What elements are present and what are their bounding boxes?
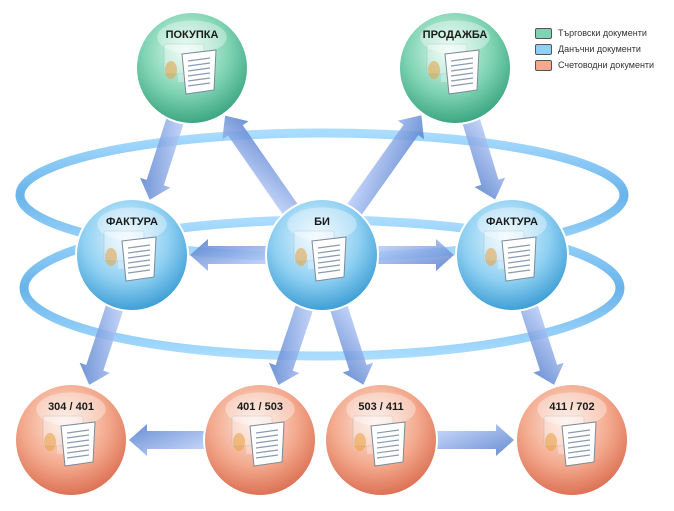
legend-label-accounting: Счетоводни документи	[558, 60, 655, 70]
node-label-sale: ПРОДАЖБА	[423, 29, 488, 41]
node-label-acc_411_702: 411 / 702	[549, 401, 594, 413]
arrow-bi-to-sale	[344, 115, 424, 218]
document-on-computer-icon	[42, 415, 96, 467]
node-sale: ПРОДАЖБА	[398, 11, 512, 125]
node-bi: БИ	[265, 198, 379, 312]
arrow-invoice_right-to-acc_411_702	[519, 301, 564, 385]
legend-item-accounting: Счетоводни документи	[535, 57, 654, 73]
legend: Търговски документи Данъчни документи Сч…	[535, 25, 654, 73]
arrow-bi-to-invoice_left	[190, 239, 270, 271]
document-on-computer-icon	[163, 43, 217, 95]
arrow-bi-to-purchase	[222, 115, 300, 218]
node-label-invoice_left: ФАКТУРА	[106, 216, 158, 228]
node-invoice_left: ФАКТУРА	[75, 198, 189, 312]
legend-label-tax: Данъчни документи	[558, 44, 641, 54]
node-label-acc_401_503: 401 / 503	[237, 401, 283, 413]
node-label-invoice_right: ФАКТУРА	[486, 216, 538, 228]
document-on-computer-icon	[231, 415, 285, 467]
document-on-computer-icon	[352, 415, 406, 467]
legend-item-trade: Търговски документи	[535, 25, 654, 41]
document-on-computer-icon	[543, 415, 597, 467]
node-acc_411_702: 411 / 702	[515, 383, 629, 497]
node-label-bi: БИ	[314, 216, 330, 228]
node-acc_304_401: 304 / 401	[14, 383, 128, 497]
node-label-acc_304_401: 304 / 401	[48, 401, 94, 413]
legend-label-trade: Търговски документи	[558, 28, 647, 38]
node-purchase: ПОКУПКА	[135, 11, 249, 125]
node-acc_401_503: 401 / 503	[203, 383, 317, 497]
legend-swatch-tax	[535, 43, 552, 55]
legend-item-tax: Данъчни документи	[535, 41, 654, 57]
arrow-acc_503_411-to-acc_411_702	[433, 424, 514, 456]
document-on-computer-icon	[103, 230, 157, 282]
document-on-computer-icon	[293, 230, 347, 282]
arrow-bi-to-invoice_right	[374, 239, 454, 271]
arrow-purchase-to-invoice_left	[139, 114, 185, 200]
arrow-bi-to-acc_503_411	[329, 301, 374, 385]
legend-swatch-trade	[535, 27, 552, 39]
document-on-computer-icon	[483, 230, 537, 282]
node-label-acc_503_411: 503 / 411	[358, 401, 403, 413]
arrow-acc_401_503-to-acc_304_401	[129, 424, 208, 456]
arrow-sale-to-invoice_right	[461, 115, 506, 200]
node-acc_503_411: 503 / 411	[324, 383, 438, 497]
arrow-bi-to-acc_401_503	[268, 301, 315, 386]
legend-swatch-accounting	[535, 59, 552, 71]
document-on-computer-icon	[426, 43, 480, 95]
node-label-purchase: ПОКУПКА	[166, 29, 219, 41]
node-invoice_right: ФАКТУРА	[455, 198, 569, 312]
arrow-invoice_left-to-acc_304_401	[79, 301, 125, 385]
